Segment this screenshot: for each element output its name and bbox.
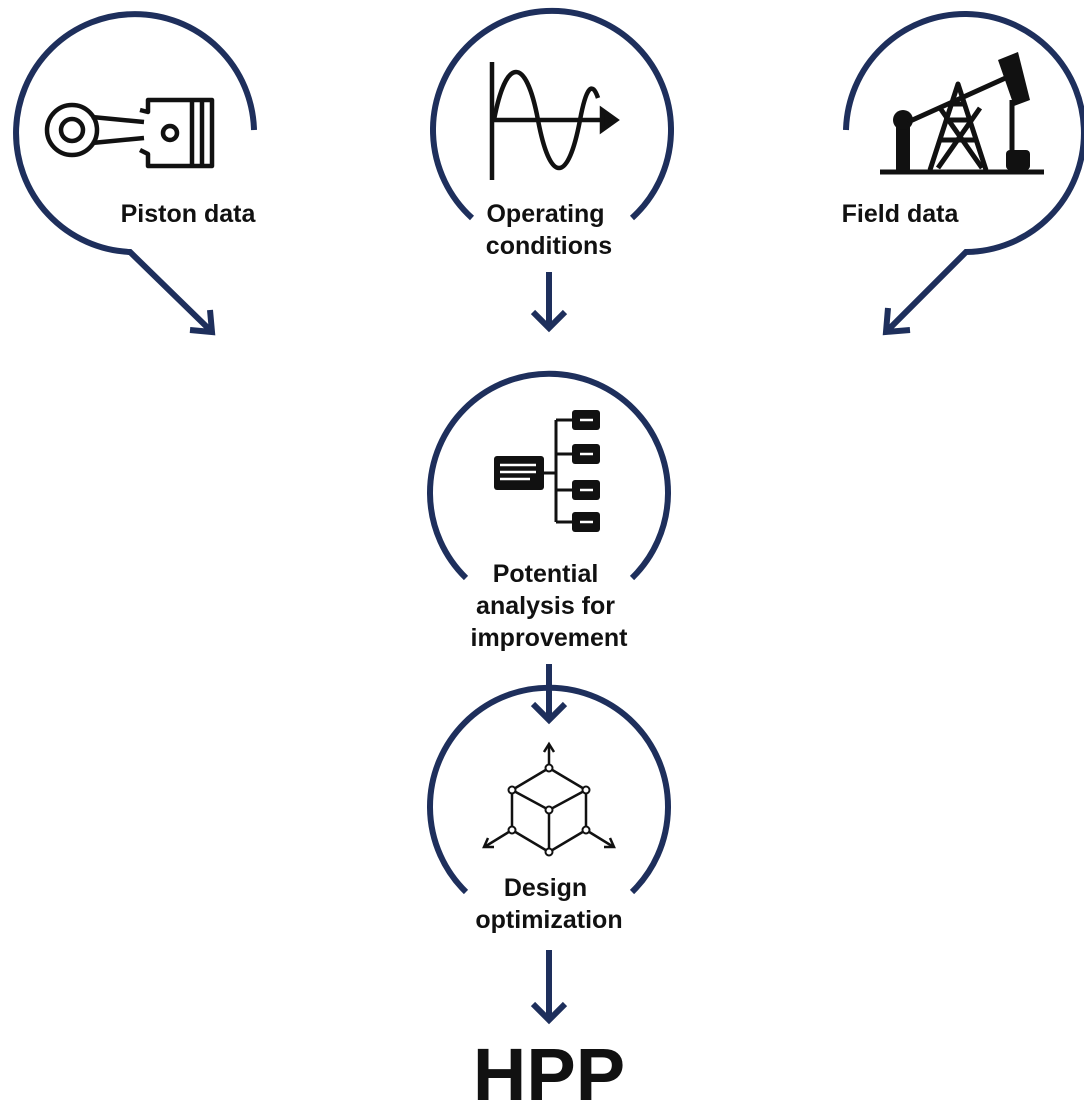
design-arrowhead (530, 1001, 568, 1025)
cube-axes-icon (482, 741, 616, 857)
piston-icon (44, 97, 215, 169)
input-operating: Operating conditions (430, 7, 674, 333)
operating-label: Operating conditions (486, 200, 612, 260)
design-ring (427, 684, 671, 895)
step-analysis: Potential analysis for improvement (427, 370, 671, 725)
oil-pump-jack-icon (880, 52, 1044, 175)
operating-arrowhead (530, 309, 568, 333)
input-piston: Piston data (13, 11, 257, 336)
sine-wave-icon (489, 62, 620, 180)
result-label: HPP (473, 1033, 625, 1108)
step-design: Design optimization (427, 684, 671, 1025)
analysis-ring (427, 370, 671, 581)
analysis-label: Potential analysis for improvement (471, 560, 629, 652)
piston-label: Piston data (121, 200, 257, 228)
piston-arrowhead (189, 309, 216, 336)
field-label: Field data (842, 200, 960, 228)
field-ring (843, 11, 1084, 333)
piston-ring (13, 11, 257, 333)
analysis-arrowhead (530, 701, 568, 725)
design-label: Design optimization (475, 874, 622, 934)
hierarchy-tree-icon (494, 410, 600, 532)
field-arrowhead (882, 307, 911, 336)
input-field: Field data (842, 11, 1084, 336)
operating-ring-left (430, 7, 674, 221)
